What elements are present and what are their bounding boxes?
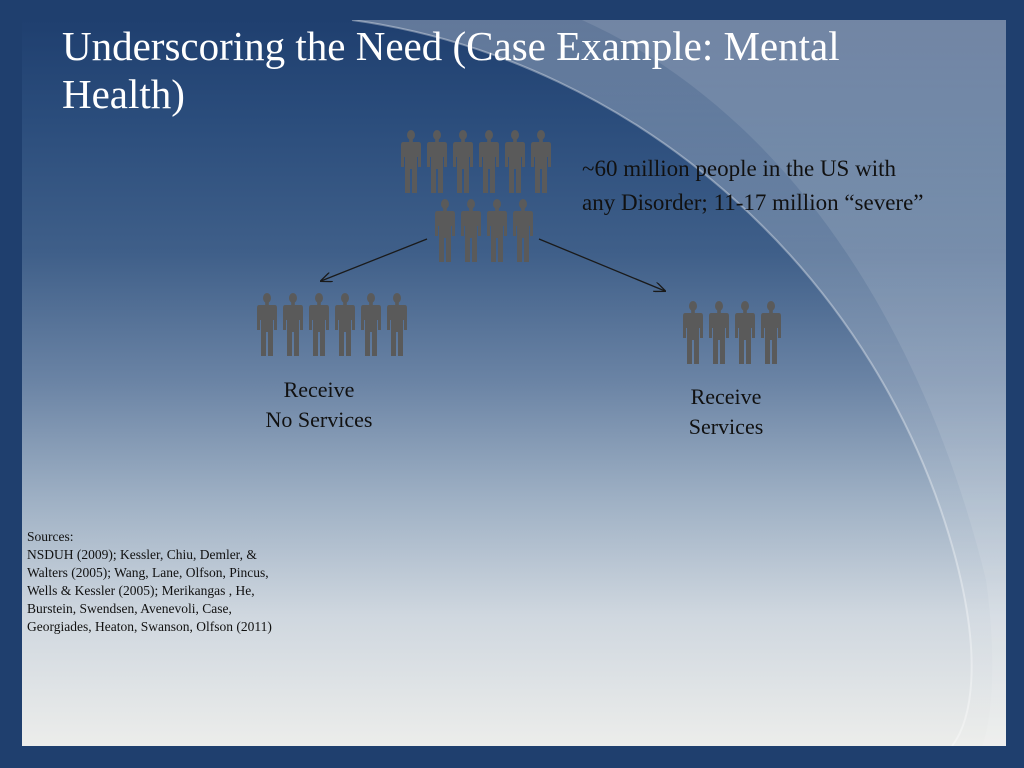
person-icon — [387, 293, 407, 356]
no-services-label-line-1: Receive — [283, 377, 355, 402]
population-diagram — [257, 130, 781, 364]
person-icon — [709, 301, 729, 364]
person-icon — [257, 293, 277, 356]
no-services-label-line-2: No Services — [265, 407, 373, 432]
person-icon — [505, 130, 525, 193]
person-icon — [453, 130, 473, 193]
sources-line: Walters (2005); Wang, Lane, Olfson, Pinc… — [27, 565, 269, 580]
sources-line: NSDUH (2009); Kessler, Chiu, Demler, & — [27, 547, 257, 562]
sources-line: Burstein, Swendsen, Avenevoli, Case, — [27, 601, 232, 616]
sources-line: Georgiades, Heaton, Swanson, Olfson (201… — [27, 619, 272, 634]
person-icon — [487, 199, 507, 262]
person-icon — [427, 130, 447, 193]
slide: Underscoring the Need (Case Example: Men… — [22, 20, 1006, 746]
arrow-to-no-services — [321, 238, 428, 281]
services-label-line-1: Receive — [690, 384, 762, 409]
person-icon — [283, 293, 303, 356]
person-icon — [479, 130, 499, 193]
person-icon — [513, 199, 533, 262]
person-icon — [683, 301, 703, 364]
sources-heading: Sources: — [27, 529, 74, 544]
person-icon — [761, 301, 781, 364]
no-services-figures — [257, 293, 407, 356]
arrow-to-services — [538, 238, 665, 291]
population-figures — [401, 130, 551, 262]
person-icon — [435, 199, 455, 262]
person-icon — [309, 293, 329, 356]
services-label-line-2: Services — [688, 414, 764, 439]
person-icon — [361, 293, 381, 356]
person-icon — [531, 130, 551, 193]
person-icon — [461, 199, 481, 262]
person-icon — [735, 301, 755, 364]
person-icon — [335, 293, 355, 356]
population-stat-line-1: ~60 million people in the US with — [582, 156, 896, 181]
sources-block: Sources: NSDUH (2009); Kessler, Chiu, De… — [27, 528, 272, 636]
person-icon — [401, 130, 421, 193]
population-stat-line-2: any Disorder; 11-17 million “severe” — [582, 190, 924, 215]
sources-line: Wells & Kessler (2005); Merikangas , He, — [27, 583, 255, 598]
services-label: Receive Services — [626, 382, 826, 442]
slide-title: Underscoring the Need (Case Example: Men… — [62, 23, 840, 117]
no-services-label: Receive No Services — [219, 375, 419, 435]
services-figures — [683, 301, 781, 364]
